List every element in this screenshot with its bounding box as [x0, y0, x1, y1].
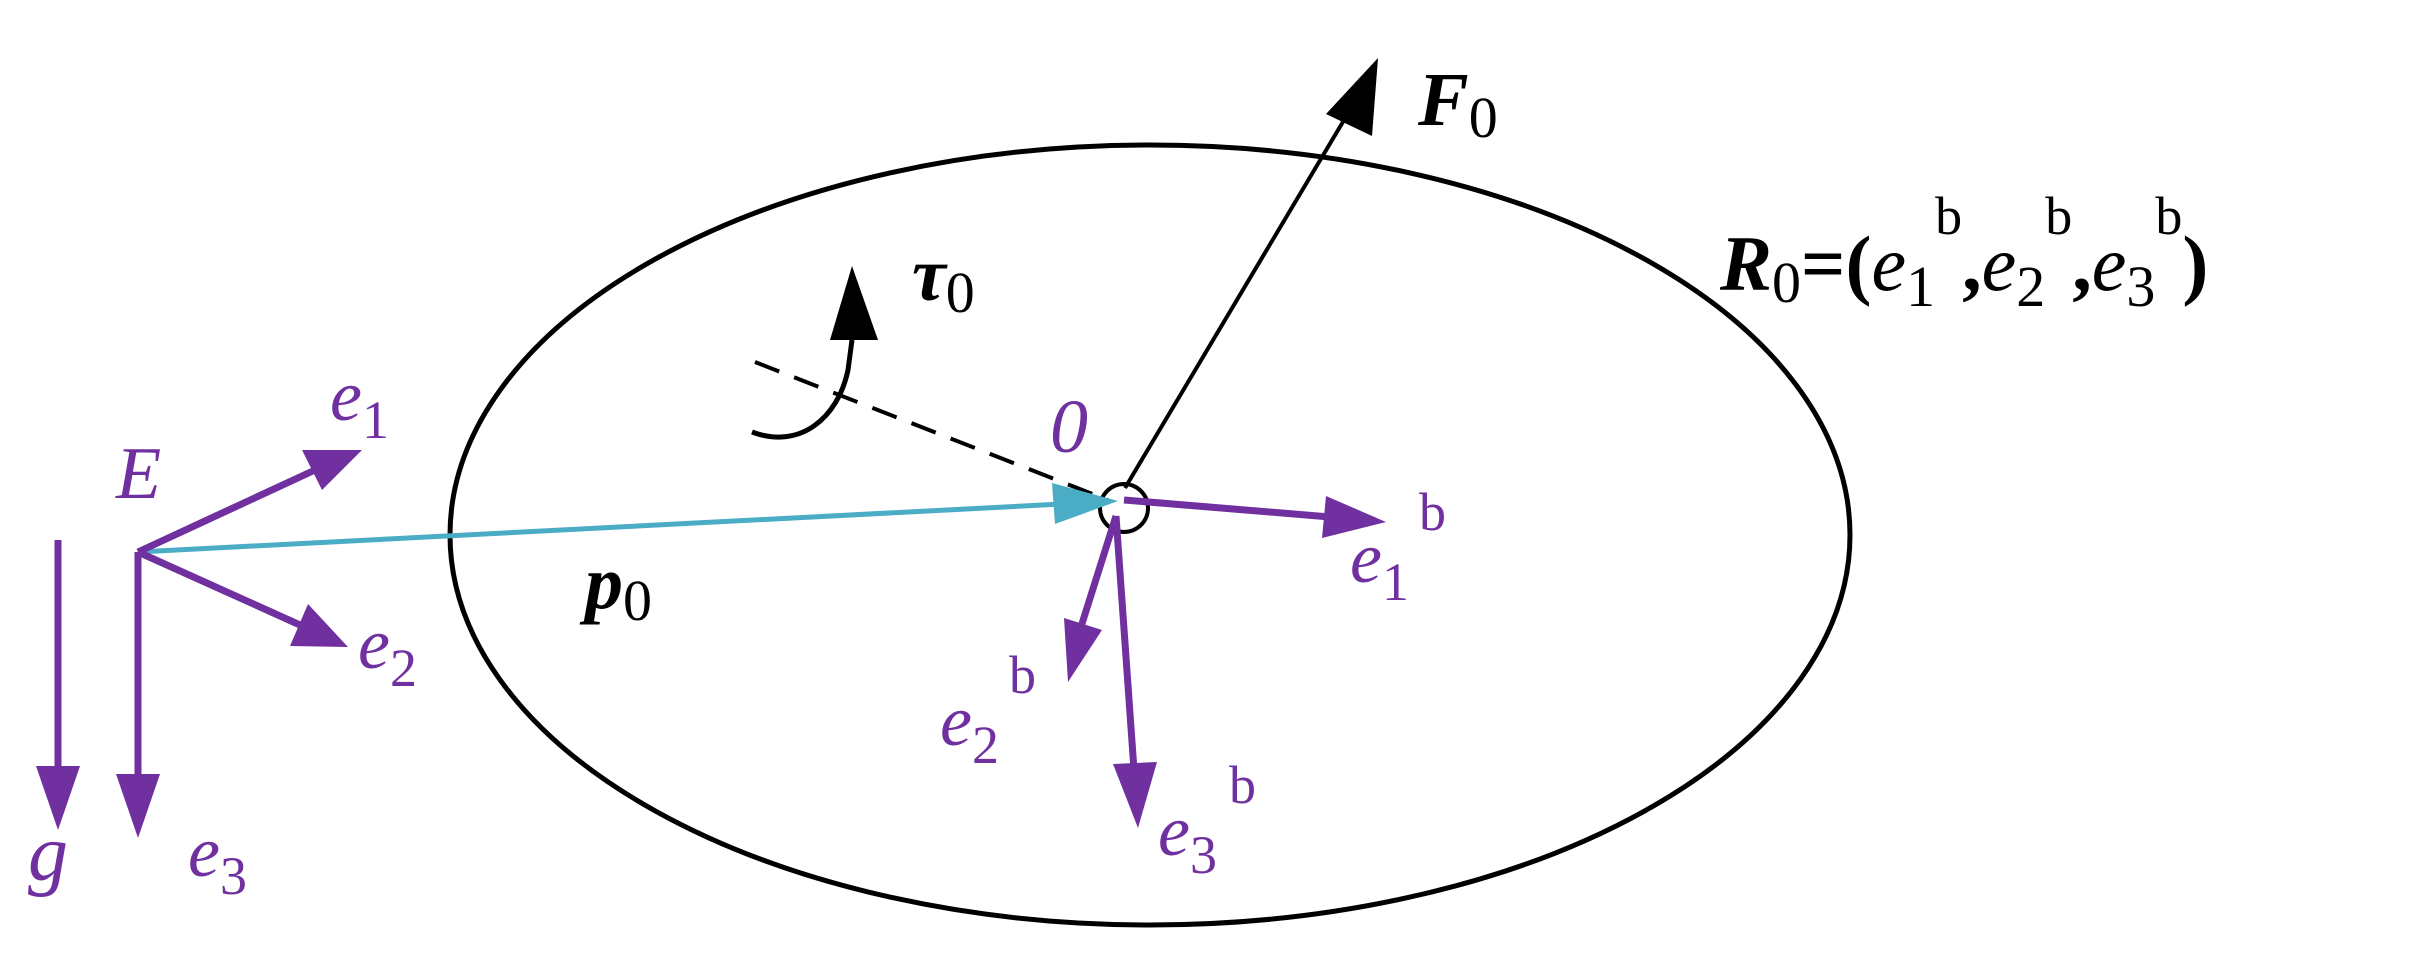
label-p0: p0: [579, 541, 652, 633]
axis-e2-arrow: [136, 548, 302, 629]
torque-arrow: [751, 266, 878, 440]
label-e3: e3: [188, 812, 247, 906]
body-frame-axes: [1064, 496, 1386, 828]
position-vector-arrow: [137, 483, 1118, 555]
gravity-arrow: [36, 540, 80, 830]
label-E: E: [115, 433, 161, 515]
label-g: g: [28, 810, 68, 898]
axis-e1b-arrow: [1123, 496, 1331, 521]
label-F0: F0: [1417, 58, 1498, 150]
axis-e3b-arrow: [1112, 515, 1138, 771]
label-e1b: e1b: [1350, 482, 1446, 612]
origin-circle: [1098, 482, 1150, 534]
label-e1: e1: [330, 356, 389, 450]
axis-e1-arrow: [136, 466, 317, 556]
label-e2b: e2b: [940, 645, 1036, 775]
label-R0-definition: R0=(e1b,e2b,e3b): [1719, 186, 2208, 319]
force-arrow: [1123, 58, 1378, 490]
axis-e2b-arrow: [1076, 514, 1120, 632]
label-e3b: e3b: [1158, 755, 1256, 885]
rotation-axis-dashed-line: [754, 360, 1109, 502]
inertial-frame-axes: [116, 450, 362, 838]
body-ellipse: [447, 142, 1853, 928]
label-origin: 0: [1050, 385, 1088, 469]
label-tau0: τ0: [912, 233, 975, 325]
labels: E e1 e2 e3 g 0 F0 τ0 p0: [28, 58, 2208, 906]
label-e2: e2: [358, 604, 417, 698]
